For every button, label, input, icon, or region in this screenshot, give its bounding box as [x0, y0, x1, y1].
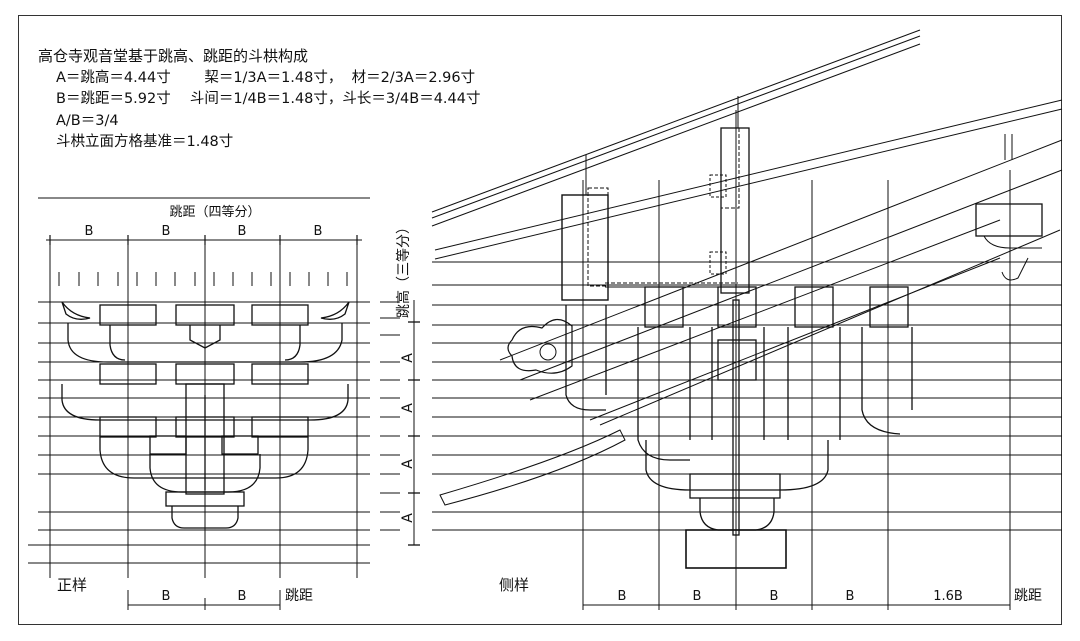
height-dim-a1: A	[400, 353, 416, 363]
notes-line-4: 斗栱立面方格基准＝1.48寸	[56, 134, 234, 150]
front-top-dim-b2: B	[162, 224, 171, 239]
side-bottom-dim-b1: B	[618, 589, 627, 604]
notes-block: 高仓寺观音堂基于跳高、跳距的斗栱构成 A＝跳高＝4.44寸 栔＝1/3A＝1.4…	[38, 46, 480, 154]
side-view-drawing	[431, 29, 1063, 610]
notes-line-3: A/B＝3/4	[56, 112, 119, 129]
front-bottom-dim-b2: B	[238, 589, 247, 604]
notes-line-1: A＝跳高＝4.44寸 栔＝1/3A＝1.48寸， 材＝2/3A＝2.96寸	[56, 69, 476, 86]
height-dim-a2: A	[400, 403, 416, 413]
side-bottom-dim-b3: B	[770, 589, 779, 604]
front-view-caption: 正样	[57, 576, 87, 594]
front-bottom-dim-title: 跳距	[285, 588, 313, 604]
front-top-dim-b3: B	[238, 224, 247, 239]
front-top-dim-b4: B	[314, 224, 323, 239]
notes-line-2: B＝跳距＝5.92寸 斗间＝1/4B＝1.48寸，斗长＝3/4B＝4.44寸	[56, 91, 481, 107]
front-bottom-dim-b1: B	[162, 589, 171, 604]
notes-title: 高仓寺观音堂基于跳高、跳距的斗栱构成	[38, 47, 309, 65]
side-bottom-dim-title: 跳距	[1014, 588, 1042, 604]
height-dim-a3: A	[400, 459, 416, 469]
height-dim-title: 跳高（三等分）	[395, 220, 412, 318]
height-dimension	[380, 300, 420, 546]
side-bottom-dim-b5: 1.6B	[933, 589, 963, 604]
height-dim-a4: A	[400, 513, 416, 523]
side-view-caption: 侧样	[499, 576, 529, 594]
front-top-dim-title: 跳距（四等分）	[169, 204, 260, 220]
front-view-drawing	[28, 197, 370, 610]
side-bottom-dim-b2: B	[693, 589, 702, 604]
side-bottom-dim-b4: B	[846, 589, 855, 604]
front-top-dim-b1: B	[85, 224, 94, 239]
